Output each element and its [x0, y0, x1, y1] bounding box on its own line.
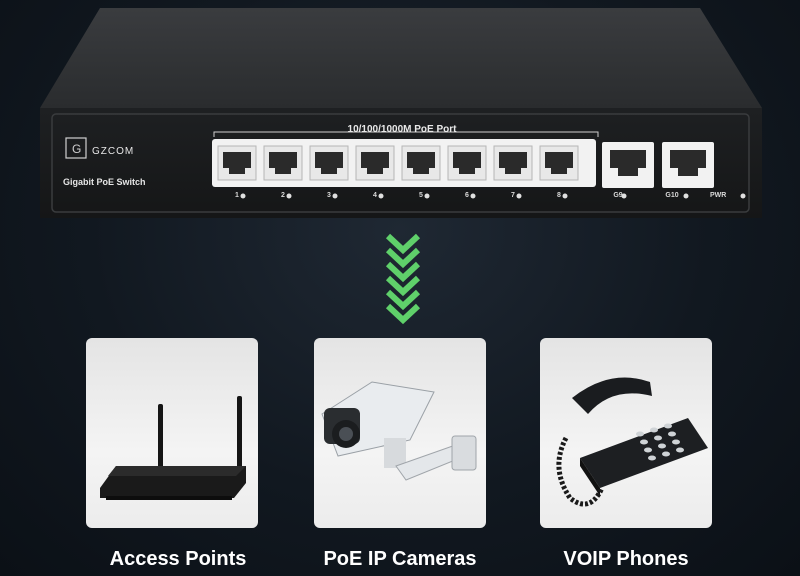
phone-card	[540, 338, 712, 528]
status-led	[740, 193, 746, 199]
rj45-port	[493, 145, 533, 181]
status-led	[470, 193, 476, 199]
rj45-port	[217, 145, 257, 181]
switch-model: Gigabit PoE Switch	[63, 177, 146, 187]
chevron-down-icon	[385, 233, 421, 325]
chevron-segment	[385, 275, 421, 297]
keypad-key	[640, 439, 648, 445]
port-group-label: 10/100/1000M PoE Port	[347, 124, 457, 135]
status-led	[562, 193, 568, 199]
rj45-port	[447, 145, 487, 181]
port-label-6: 6	[465, 192, 469, 199]
power-label: PWR	[710, 192, 727, 199]
status-led	[286, 193, 292, 199]
chevron-segment	[385, 303, 421, 325]
rj45-port	[401, 145, 441, 181]
status-led	[378, 193, 384, 199]
access-points-label: Access Points	[109, 548, 247, 570]
chevron-segment	[385, 261, 421, 283]
keypad-key	[650, 427, 658, 433]
port-label-7: 7	[511, 192, 515, 199]
brand-name: GZCOM	[92, 146, 135, 157]
keypad-key	[636, 431, 644, 437]
chevron-segment	[385, 247, 421, 269]
keypad-key	[648, 455, 656, 461]
port-label-4: 4	[373, 192, 377, 199]
port-label-g9: G9	[613, 192, 623, 199]
desk-phone-icon	[556, 377, 708, 507]
voip-phones-label: VOIP Phones	[563, 548, 689, 570]
port-label-1: 1	[235, 192, 239, 199]
rj45-port	[309, 145, 349, 181]
status-led	[240, 193, 246, 199]
port-label-2: 2	[281, 192, 285, 199]
keypad-key	[676, 447, 684, 453]
status-led	[424, 193, 430, 199]
port-label-g10: G10	[665, 192, 679, 199]
port-label-5: 5	[419, 192, 423, 199]
rj45-port	[263, 145, 303, 181]
rj45-port	[355, 145, 395, 181]
uplink-port	[670, 150, 706, 176]
port-label-3: 3	[327, 192, 331, 199]
ip-cameras-label: PoE IP Cameras	[323, 548, 477, 570]
chevron-segment	[385, 289, 421, 311]
status-led	[621, 193, 627, 199]
status-led	[332, 193, 338, 199]
chevron-segment	[385, 233, 421, 255]
rj45-port	[539, 145, 579, 181]
access-point-card	[86, 338, 258, 528]
status-led	[683, 193, 689, 199]
keypad-key	[662, 451, 670, 457]
security-camera-icon	[321, 381, 477, 481]
status-led	[516, 193, 522, 199]
keypad-key	[658, 443, 666, 449]
keypad-key	[644, 447, 652, 453]
poe-switch: G	[40, 8, 762, 218]
uplink-port	[610, 150, 646, 176]
keypad-key	[654, 435, 662, 441]
svg-text:G: G	[72, 142, 81, 156]
keypad-key	[664, 423, 672, 429]
keypad-key	[672, 439, 680, 445]
port-label-8: 8	[557, 192, 561, 199]
camera-card	[314, 338, 486, 528]
router-icon	[100, 396, 246, 500]
keypad-key	[668, 431, 676, 437]
